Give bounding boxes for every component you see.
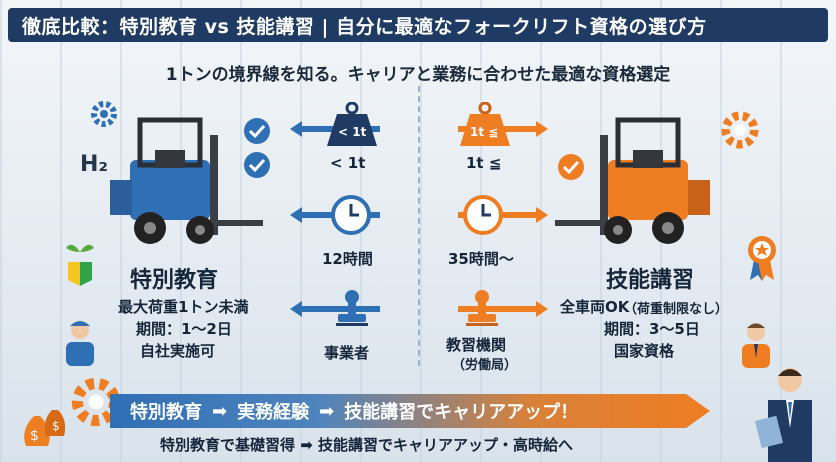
career-step-experience: 実務経験 xyxy=(237,402,310,423)
stamp-icon-orange xyxy=(466,290,498,326)
career-step-skill-training: 技能講習でキャリアアップ！ xyxy=(344,402,579,423)
svg-text:$: $ xyxy=(52,419,60,433)
svg-text:$: $ xyxy=(30,428,39,444)
org-right-note: （労働局） xyxy=(452,358,518,373)
gear-icon xyxy=(91,101,117,127)
check-badge-icon xyxy=(558,154,584,180)
right-detail-vehicles-note: （荷重制限なし） xyxy=(624,302,729,317)
right-detail-certification: 国家資格 xyxy=(614,342,675,360)
weight-tag-left: < 1t xyxy=(338,125,367,139)
left-detail-load: 最大荷重1トン未満 xyxy=(118,298,249,316)
title-bar: 徹底比較：特別教育 vs 技能講習 | 自分に最適なフォークリフト資格の選び方 xyxy=(8,8,828,42)
right-detail-vehicles: 全車両OK xyxy=(560,298,630,316)
instructor-avatar-icon xyxy=(742,323,770,368)
left-detail-period: 期間：1〜2日 xyxy=(136,320,232,338)
gear-icon xyxy=(721,111,759,149)
check-badge-icon xyxy=(244,152,270,178)
time-right-value: 35時間〜 xyxy=(448,250,514,268)
weight-icon-blue xyxy=(327,102,377,146)
org-right-value: 教習機関 xyxy=(446,336,507,354)
weight-icon-orange xyxy=(460,102,510,146)
weight-left-value: < 1t xyxy=(330,154,366,172)
weight-right-value: 1t ≦ xyxy=(466,154,502,172)
left-qualification-name: 特別教育 xyxy=(130,268,219,293)
page-subtitle: 1トンの境界線を知る。キャリアと業務に合わせた最適な資格選定 xyxy=(165,65,671,85)
orange-forklift-illustration xyxy=(555,117,710,244)
weight-tag-right: 1t ≦ xyxy=(470,125,499,139)
time-left-value: 12時間 xyxy=(322,250,373,268)
clock-icon-blue xyxy=(331,195,371,235)
right-arrow xyxy=(458,301,548,317)
money-bag-icon: $$ xyxy=(24,410,66,446)
right-qualification-name: 技能講習 xyxy=(606,268,695,293)
businessman-icon xyxy=(754,368,812,462)
beginner-mark-icon xyxy=(66,244,94,286)
career-path-banner: 特別教育 ➡ 実務経験 ➡ 技能講習でキャリアアップ！ xyxy=(110,394,710,428)
blue-forklift-illustration xyxy=(110,117,263,244)
worker-avatar-icon xyxy=(66,321,94,366)
arrow-right-icon: ➡ xyxy=(212,400,228,422)
h2-label: H₂ xyxy=(80,152,109,177)
stamp-icon-blue xyxy=(336,290,368,326)
right-detail-period: 期間：3〜5日 xyxy=(604,320,700,338)
clock-icon-orange xyxy=(463,195,503,235)
award-medal-icon xyxy=(748,236,776,281)
center-divider xyxy=(418,86,420,366)
check-badge-icon xyxy=(244,118,270,144)
org-left-value: 事業者 xyxy=(324,344,370,362)
left-arrow xyxy=(290,301,380,317)
page-title: 徹底比較：特別教育 vs 技能講習 | 自分に最適なフォークリフト資格の選び方 xyxy=(22,15,707,38)
career-step-special-education: 特別教育 xyxy=(130,402,202,423)
left-detail-location: 自社実施可 xyxy=(140,342,216,360)
arrow-right-icon: ➡ xyxy=(319,400,335,422)
footer-caption: 特別教育で基礎習得 ➡ 技能講習でキャリアアップ・高時給へ xyxy=(160,436,574,454)
